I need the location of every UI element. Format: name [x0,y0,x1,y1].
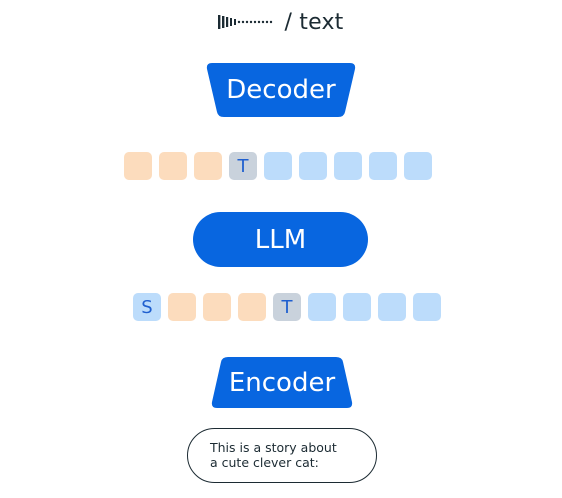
token [264,152,292,180]
llm-block: LLM [193,212,368,267]
output-token-row: T [124,152,432,180]
token [194,152,222,180]
token: T [229,152,257,180]
token: T [273,293,301,321]
token [369,152,397,180]
encoder-label: Encoder [228,367,336,398]
token [308,293,336,321]
token [238,293,266,321]
output-label: / text [0,6,562,38]
token [378,293,406,321]
output-text: / text [284,9,344,35]
audio-waveform-icon [218,15,273,29]
token [203,293,231,321]
llm-label: LLM [254,224,307,255]
token [413,293,441,321]
prompt-text: This is a story about a cute clever cat: [210,440,337,470]
token [124,152,152,180]
token [299,152,327,180]
decoder-label: Decoder [226,75,336,105]
decoder-block: Decoder [206,63,356,117]
token: S [133,293,161,321]
token [404,152,432,180]
token [343,293,371,321]
prompt-box: This is a story about a cute clever cat: [187,428,377,483]
token [334,152,362,180]
encoder-block: Encoder [211,357,353,408]
encoder-shape [211,357,353,408]
token [168,293,196,321]
decoder-shape [206,63,356,117]
token [159,152,187,180]
